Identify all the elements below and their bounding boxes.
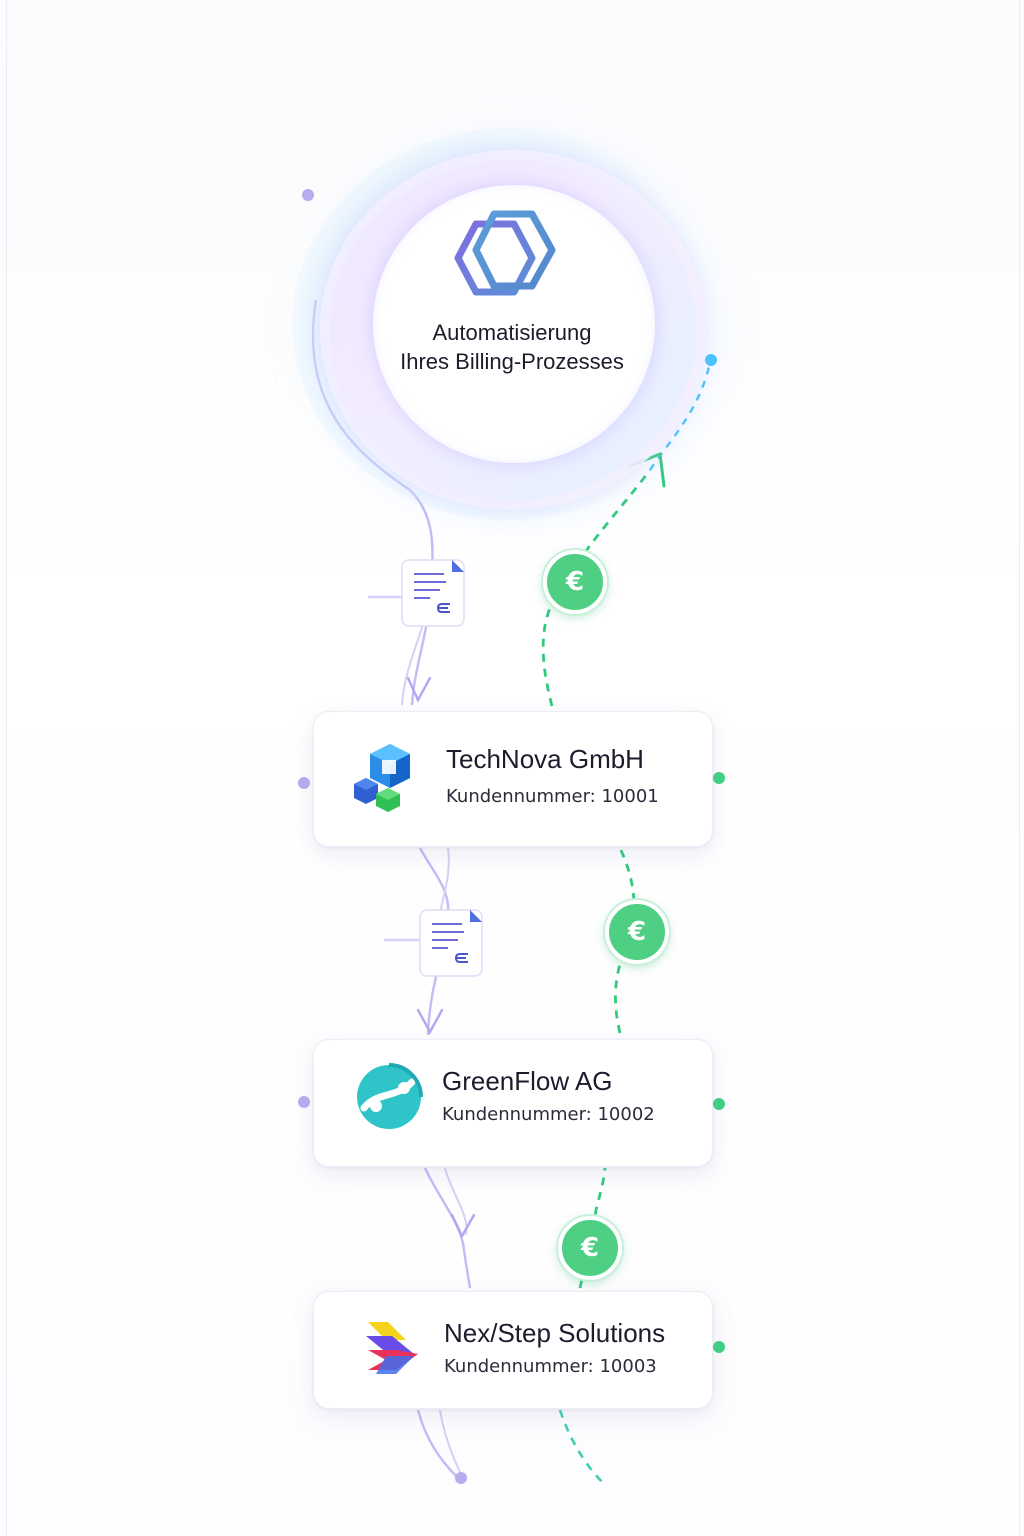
invoice-flow-end-dot	[455, 1472, 467, 1484]
customer-card-nexstep[interactable]: Nex/Step Solutions Kundennummer: 10003	[313, 1291, 713, 1409]
customer-number: Kundennummer: 10003	[444, 1356, 657, 1377]
customer-number: Kundennummer: 10001	[446, 786, 659, 807]
invoice-document-icon	[419, 909, 483, 977]
card-right-dot	[713, 1098, 725, 1110]
customer-name: Nex/Step Solutions	[444, 1318, 666, 1348]
euro-icon: €	[605, 900, 669, 964]
invoice-document-icon	[401, 559, 465, 627]
euro-icon: €	[558, 1216, 622, 1280]
invoice-flow-line-3	[416, 1409, 459, 1479]
hub-title-line-2: Ihres Billing-Prozesses	[400, 349, 624, 374]
invoice-arrow-1	[406, 676, 432, 703]
hub-title-line-1: Automatisierung	[432, 320, 592, 345]
blue-cubes-icon	[354, 744, 410, 812]
card-left-dot	[298, 777, 310, 789]
decor-dot	[302, 189, 314, 201]
customer-number-label: Kundennummer:	[446, 786, 596, 807]
customer-card-technova[interactable]: TechNova GmbH Kundennummer: 10001	[313, 711, 713, 847]
teal-circle-flow-icon	[357, 1063, 423, 1129]
customer-number-value: 10002	[597, 1104, 655, 1125]
invoice-flow-line-3b	[439, 1409, 461, 1473]
customer-number-value: 10003	[599, 1356, 657, 1377]
card-right-dot	[713, 1341, 725, 1353]
hub-title: Automatisierung Ihres Billing-Prozesses	[373, 318, 651, 376]
customer-card-greenflow[interactable]: GreenFlow AG Kundennummer: 10002	[313, 1039, 713, 1167]
customer-number: Kundennummer: 10002	[442, 1104, 655, 1125]
card-left-dot	[298, 1096, 310, 1108]
invoice-arrow-3	[450, 1213, 476, 1239]
payment-flow-line-3	[558, 1409, 606, 1486]
customer-name: GreenFlow AG	[442, 1066, 613, 1096]
invoice-arrow-2	[416, 1008, 444, 1035]
euro-icon: €	[543, 550, 607, 614]
customer-name: TechNova GmbH	[446, 744, 644, 774]
customer-number-label: Kundennummer:	[444, 1356, 594, 1377]
double-hexagon-icon	[454, 210, 556, 296]
customer-number-value: 10001	[601, 786, 659, 807]
customer-number-label: Kundennummer:	[442, 1104, 592, 1125]
invoice-flow-line-2	[423, 1167, 472, 1289]
card-right-dot	[713, 772, 725, 784]
layered-arrows-icon	[366, 1322, 418, 1374]
